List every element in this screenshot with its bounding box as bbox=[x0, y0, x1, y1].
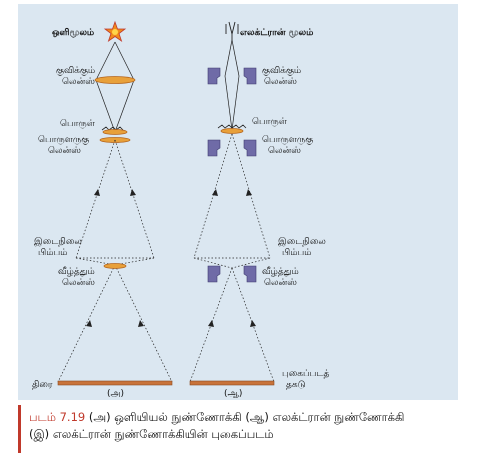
objective-label-right-2: லென்ஸ் bbox=[268, 146, 301, 156]
projector-lens-left bbox=[103, 263, 127, 269]
projector-label-left-2: லென்ஸ் bbox=[62, 278, 95, 288]
condenser-magnet-right-l bbox=[207, 67, 221, 85]
microscope-diagram: ஒளிமூலம் குவிக்கும் லென்ஸ் பொருள் பொருளர… bbox=[18, 4, 458, 400]
projector-label-right-2: லென்ஸ் bbox=[264, 278, 297, 288]
screen-label: திரை bbox=[32, 380, 53, 390]
projector-label-left: வீழ்த்தும் bbox=[58, 267, 95, 277]
projector-magnet-right-r bbox=[243, 265, 257, 283]
objective-magnet-right-l bbox=[207, 139, 221, 157]
figure-caption: படம் 7.19 (அ) ஒளியியல் நுண்ணோக்கி (ஆ) எல… bbox=[18, 405, 458, 453]
screen-plate bbox=[57, 380, 173, 386]
caption-text-1: (அ) ஒளியியல் நுண்ணோக்கி (ஆ) எலக்ட்ரான் ந… bbox=[88, 410, 405, 424]
electron-source-label: எலக்ட்ரான் மூலம் bbox=[240, 28, 313, 38]
electron-rays-upper bbox=[224, 39, 240, 131]
light-rays-upper bbox=[95, 41, 135, 133]
photo-plate-label: புகைப்படத் bbox=[282, 369, 330, 379]
electron-gun-icon bbox=[225, 21, 239, 42]
caption-text-2: (இ) எலக்ட்ரான் நுண்ணோக்கியின் புகைப்படம் bbox=[29, 427, 274, 441]
diagram-canvas: ஒளிமூலம் குவிக்கும் லென்ஸ் பொருள் பொருளர… bbox=[18, 4, 458, 400]
intermediate-label-right-2: பிம்பம் bbox=[282, 248, 311, 258]
objective-label-right: பொருளருகு bbox=[262, 135, 313, 146]
caption-line-1: படம் 7.19 (அ) ஒளியியல் நுண்ணோக்கி (ஆ) எல… bbox=[29, 409, 458, 426]
light-rays-middle bbox=[57, 139, 173, 383]
projector-magnet-right-l bbox=[207, 265, 221, 283]
condenser-label-left: குவிக்கும் bbox=[56, 66, 95, 77]
object-slide-left bbox=[102, 129, 128, 135]
condenser-label-right: குவிக்கும் bbox=[262, 66, 301, 77]
objective-magnet-right-r bbox=[243, 139, 257, 157]
object-label-left: பொருள் bbox=[60, 119, 96, 129]
photo-plate bbox=[189, 380, 275, 386]
subfigure-a-label: (அ) bbox=[107, 389, 124, 399]
object-slide-right bbox=[220, 128, 244, 134]
condenser-label-right-2: லென்ஸ் bbox=[264, 77, 297, 87]
star-burst-icon bbox=[103, 20, 127, 43]
subfigure-b-label: (ஆ) bbox=[224, 389, 242, 399]
objective-label-left-2: லென்ஸ் bbox=[48, 146, 81, 156]
photo-plate-label-2: தகடு bbox=[286, 380, 306, 390]
intermediate-label-left-2: பிம்பம் bbox=[38, 248, 67, 258]
condenser-lens-left bbox=[94, 76, 136, 84]
condenser-magnet-right-r bbox=[243, 67, 257, 85]
condenser-label-left-2: லென்ஸ் bbox=[62, 77, 95, 87]
ray-arrows-left bbox=[86, 189, 144, 327]
intermediate-label-right: இடைநிலை bbox=[278, 237, 326, 247]
object-left bbox=[101, 126, 124, 131]
diagram-panel bbox=[18, 4, 458, 400]
intermediate-label-left: இடைநிலை bbox=[34, 237, 82, 247]
light-source-label: ஒளிமூலம் bbox=[52, 27, 94, 38]
projector-label-right: வீழ்த்தும் bbox=[262, 267, 299, 277]
objective-label-left: பொருளருகு bbox=[38, 135, 89, 146]
object-right bbox=[217, 124, 247, 129]
ray-arrows-right bbox=[208, 189, 256, 327]
object-label-right: பொருள் bbox=[252, 117, 288, 127]
figure-number: படம் 7.19 bbox=[29, 410, 86, 424]
